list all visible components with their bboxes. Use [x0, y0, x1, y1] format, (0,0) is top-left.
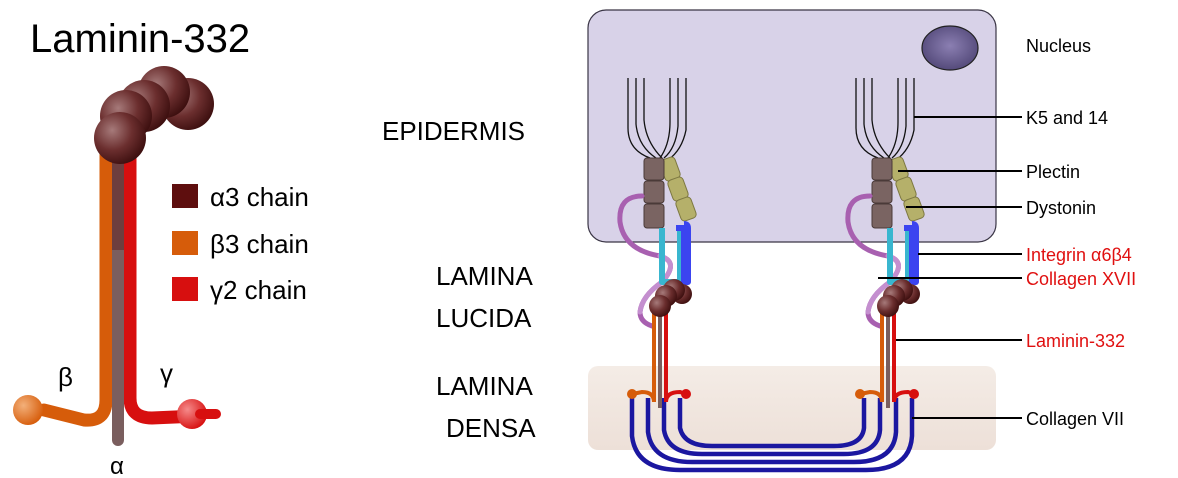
beta-chain-strand — [44, 152, 106, 420]
laminin-globular-domain — [94, 66, 214, 164]
layer-epidermis: EPIDERMIS — [382, 116, 525, 146]
layer-lucida-line1: LAMINA — [436, 261, 533, 291]
label-nucleus: Nucleus — [1026, 36, 1091, 56]
plectin-right — [872, 158, 892, 228]
plectin-left — [644, 158, 664, 228]
label-k5-14: K5 and 14 — [1026, 108, 1108, 128]
legend-label-gamma: γ2 chain — [210, 275, 307, 305]
label-laminin-332: Laminin-332 — [1026, 331, 1125, 351]
legend-swatch-gamma — [172, 277, 198, 301]
chain-legend: α3 chain β3 chain γ2 chain — [172, 182, 309, 305]
label-collagen-vii: Collagen VII — [1026, 409, 1124, 429]
nucleus — [922, 26, 978, 70]
gamma-letter: γ — [160, 358, 173, 388]
beta-chain-end — [13, 395, 43, 425]
layer-densa-line1: LAMINA — [436, 371, 533, 401]
title: Laminin-332 — [30, 17, 250, 61]
layer-densa-line2: DENSA — [446, 413, 536, 443]
label-collagen-xvii: Collagen XVII — [1026, 269, 1136, 289]
alpha-letter: α — [110, 453, 124, 478]
component-labels: Nucleus K5 and 14 Plectin Dystonin Integ… — [1026, 36, 1136, 429]
legend-label-beta: β3 chain — [210, 229, 309, 259]
label-integrin: Integrin α6β4 — [1026, 245, 1132, 265]
legend-swatch-alpha — [172, 184, 198, 208]
beta-letter: β — [58, 362, 73, 392]
label-plectin: Plectin — [1026, 162, 1080, 182]
legend-swatch-beta — [172, 231, 198, 255]
legend-label-alpha: α3 chain — [210, 182, 309, 212]
label-dystonin: Dystonin — [1026, 198, 1096, 218]
layer-lucida-line2: LUCIDA — [436, 303, 532, 333]
